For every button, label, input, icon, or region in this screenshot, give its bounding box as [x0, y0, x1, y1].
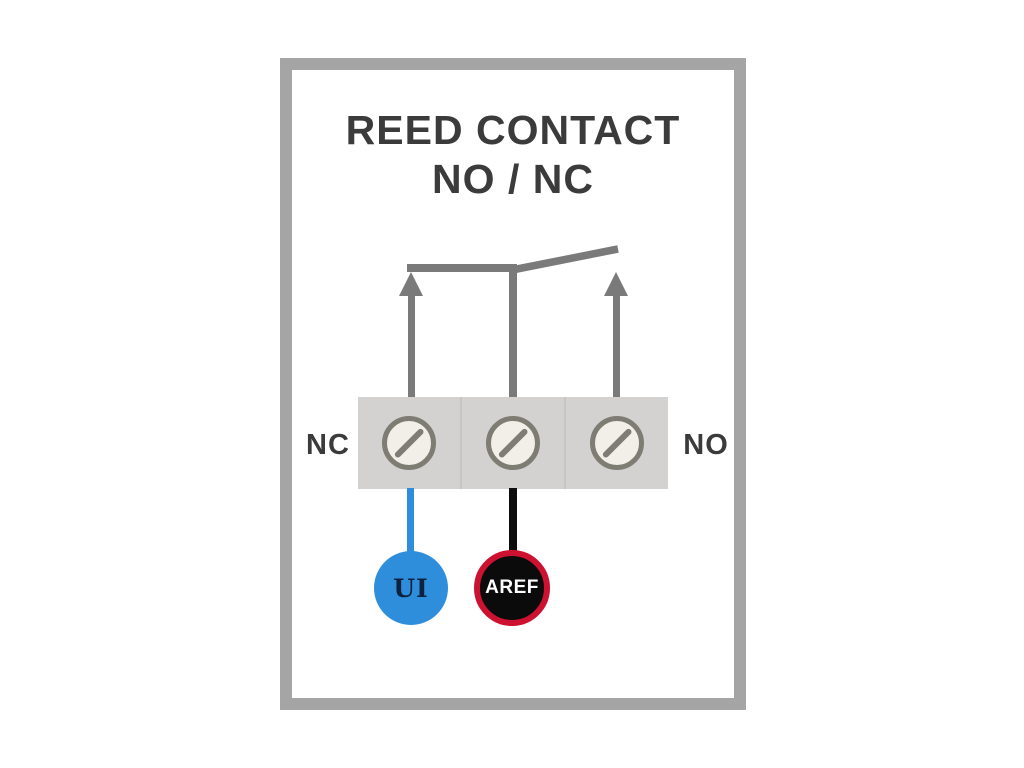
diagram-title: REED CONTACT NO / NC	[292, 106, 734, 204]
no-contact-arrowhead	[604, 272, 628, 296]
ui-node: UI	[374, 551, 448, 625]
aref-node-label: AREF	[485, 577, 539, 598]
nc-contact-arrowhead	[399, 272, 423, 296]
screw-slot	[601, 427, 633, 459]
no-contact-shaft	[613, 292, 620, 400]
terminal-cell-nc	[358, 397, 460, 489]
nc-contact-shaft	[408, 292, 415, 400]
common-pole-line	[509, 265, 517, 400]
ui-node-label: UI	[393, 573, 429, 603]
screw-terminal-icon	[590, 416, 644, 470]
aref-wire	[509, 488, 517, 556]
screw-slot	[497, 427, 529, 459]
nc-label: NC	[306, 429, 350, 461]
terminal-cell-no	[564, 397, 668, 489]
title-line-2: NO / NC	[432, 156, 594, 202]
screw-slot	[393, 427, 425, 459]
no-label: NO	[683, 429, 729, 461]
ui-wire	[407, 488, 414, 556]
reed-switch-graphic	[399, 245, 628, 400]
terminal-block	[358, 397, 668, 489]
switch-blade-diagonal	[511, 245, 619, 274]
aref-node: AREF	[474, 550, 550, 626]
switch-closed-bar	[407, 264, 517, 272]
screw-terminal-icon	[486, 416, 540, 470]
screw-terminal-icon	[382, 416, 436, 470]
title-line-1: REED CONTACT	[345, 107, 681, 153]
terminal-cell-common	[460, 397, 564, 489]
